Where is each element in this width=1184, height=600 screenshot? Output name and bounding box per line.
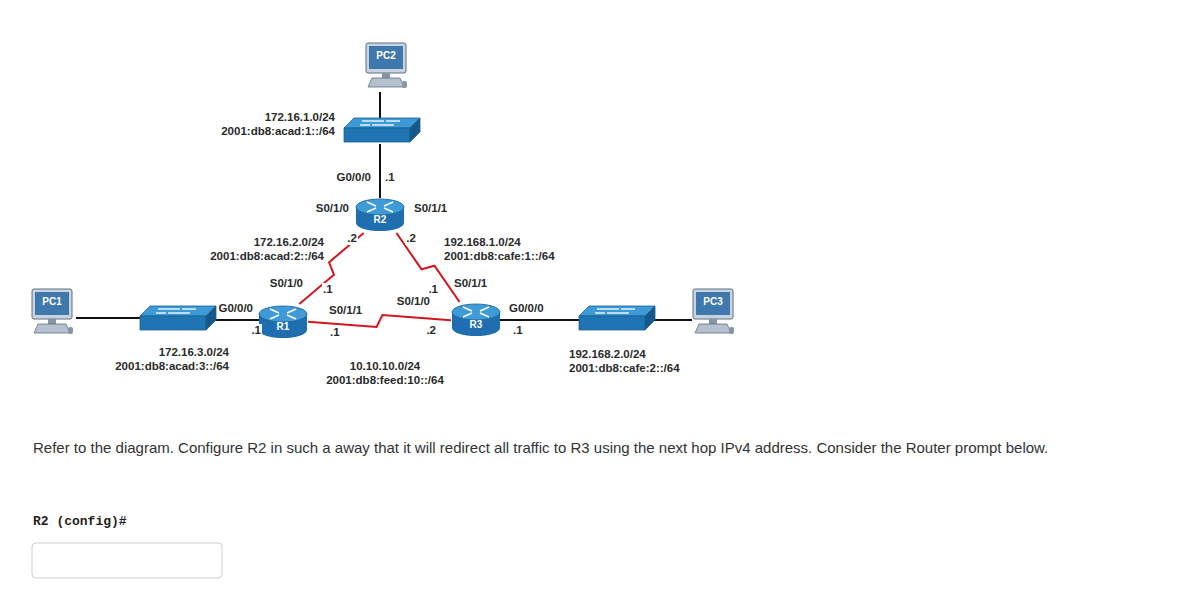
- subnet-label: 172.16.2.0/24: [253, 236, 325, 249]
- ethernet-wire: [500, 319, 582, 321]
- ipv6-prefix: 2001:db8:cafe:1::/64: [443, 250, 556, 263]
- subnet-label: 192.168.1.0/24: [443, 236, 522, 249]
- subnet-label: 172.16.1.0/24: [264, 111, 336, 124]
- host-address: .1: [322, 283, 334, 296]
- pc-name: PC2: [376, 50, 395, 61]
- router-name: R2: [374, 214, 387, 225]
- ipv6-prefix: 2001:db8:feed:10::/64: [325, 374, 445, 387]
- router-icon: R1: [258, 304, 308, 340]
- interface-name: G0/0/0: [335, 171, 372, 184]
- pc-shape: [364, 41, 408, 91]
- pc-icon: PC3: [691, 287, 735, 337]
- subnet-label: 10.10.10.0/24: [349, 360, 421, 373]
- ipv6-prefix: 2001:db8:acad:2::/64: [209, 250, 325, 263]
- interface-name: S0/1/1: [453, 277, 488, 290]
- host-address: .1: [512, 324, 524, 337]
- cli-prompt: R2 (config)#: [32, 514, 128, 530]
- interface-name: S0/1/1: [413, 202, 448, 215]
- host-address: .2: [425, 324, 437, 337]
- host-address: .1: [384, 171, 396, 184]
- router-icon: R3: [451, 302, 501, 338]
- switch-icon: [579, 306, 655, 330]
- ipv6-prefix: 2001:db8:cafe:2::/64: [568, 362, 681, 375]
- pc-shape: [691, 287, 735, 337]
- answer-input: [32, 543, 222, 578]
- router-name: R1: [277, 321, 290, 332]
- ipv6-prefix: 2001:db8:acad:1::/64: [220, 125, 336, 138]
- subnet-label: 172.16.3.0/24: [158, 346, 230, 359]
- ethernet-wire: [210, 319, 259, 321]
- pc-icon: PC1: [30, 287, 74, 337]
- host-address: .2: [346, 232, 358, 245]
- interface-name: G0/0/0: [217, 302, 254, 315]
- pc-name: PC3: [703, 296, 722, 307]
- pc-name: PC1: [42, 296, 61, 307]
- ethernet-wires: [76, 92, 692, 320]
- pc-icon: PC2: [364, 41, 408, 91]
- ipv6-prefix: 2001:db8:acad:3::/64: [114, 360, 230, 373]
- interface-name: S0/1/0: [315, 202, 350, 215]
- switch-icon: [140, 306, 216, 330]
- host-address: .2: [405, 232, 417, 245]
- question-text: Refer to the diagram. Configure R2 in su…: [32, 438, 1049, 457]
- interface-name: S0/1/0: [396, 295, 431, 308]
- ethernet-wire: [76, 317, 142, 319]
- subnet-label: 192.168.2.0/24: [568, 348, 647, 361]
- interface-name: G0/0/0: [508, 302, 545, 315]
- host-address: .1: [250, 324, 262, 337]
- router-icon: R2: [355, 197, 405, 233]
- ethernet-wire: [379, 144, 381, 198]
- host-address: .1: [329, 326, 341, 339]
- interface-name: S0/1/1: [328, 304, 363, 317]
- router-name: R3: [470, 319, 483, 330]
- ethernet-wire: [379, 92, 381, 120]
- interface-name: S0/1/0: [269, 277, 304, 290]
- pc-shape: [30, 287, 74, 337]
- switch-icon: [344, 118, 420, 142]
